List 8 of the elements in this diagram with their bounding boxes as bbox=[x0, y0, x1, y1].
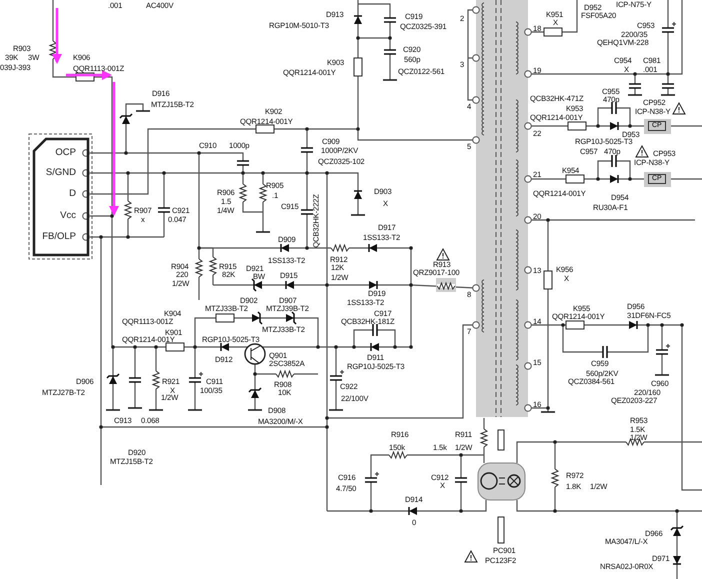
pin-label: D bbox=[69, 188, 76, 199]
pin-label: OCP bbox=[55, 147, 76, 158]
pin-label: Vcc bbox=[60, 210, 76, 221]
pin-label: FB/OLP bbox=[42, 231, 76, 242]
ic-chip bbox=[32, 137, 90, 257]
connector-block bbox=[644, 172, 671, 187]
pin-label: S/GND bbox=[46, 167, 76, 178]
connector-block bbox=[644, 119, 671, 134]
